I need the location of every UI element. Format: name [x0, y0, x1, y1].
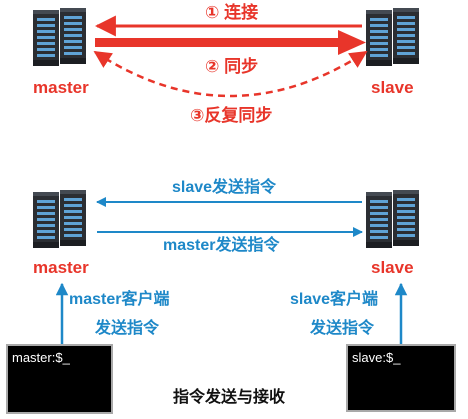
master-terminal-prompt: master:$_	[12, 350, 71, 365]
bottom-master-server-icon	[33, 190, 86, 248]
step-resync-label: ③反复同步	[190, 105, 272, 125]
sync-arrow	[95, 30, 366, 55]
master-client-label: master客户端	[69, 289, 169, 308]
master-terminal: master:$_	[6, 344, 113, 414]
step-sync-label: ② 同步	[205, 56, 258, 76]
slave-terminal: slave:$_	[346, 344, 456, 412]
slave-client-send-label: 发送指令	[309, 318, 375, 337]
resync-arrow	[93, 50, 368, 98]
top-slave-label: slave	[371, 78, 414, 97]
bottom-slave-server-icon	[366, 190, 419, 248]
slave-send-command-label: slave发送指令	[172, 177, 277, 196]
slave-server-icon	[366, 8, 419, 66]
master-client-send-label: 发送指令	[94, 318, 160, 337]
bottom-master-label: master	[33, 258, 89, 277]
step-connect-label: ① 连接	[205, 2, 258, 22]
caption: 指令发送与接收	[173, 387, 285, 406]
master-send-command-label: master发送指令	[163, 235, 280, 254]
slave-terminal-prompt: slave:$_	[352, 350, 401, 365]
slave-client-label: slave客户端	[290, 289, 378, 308]
top-master-label: master	[33, 78, 89, 97]
master-server-icon	[33, 8, 86, 66]
bottom-slave-label: slave	[371, 258, 414, 277]
